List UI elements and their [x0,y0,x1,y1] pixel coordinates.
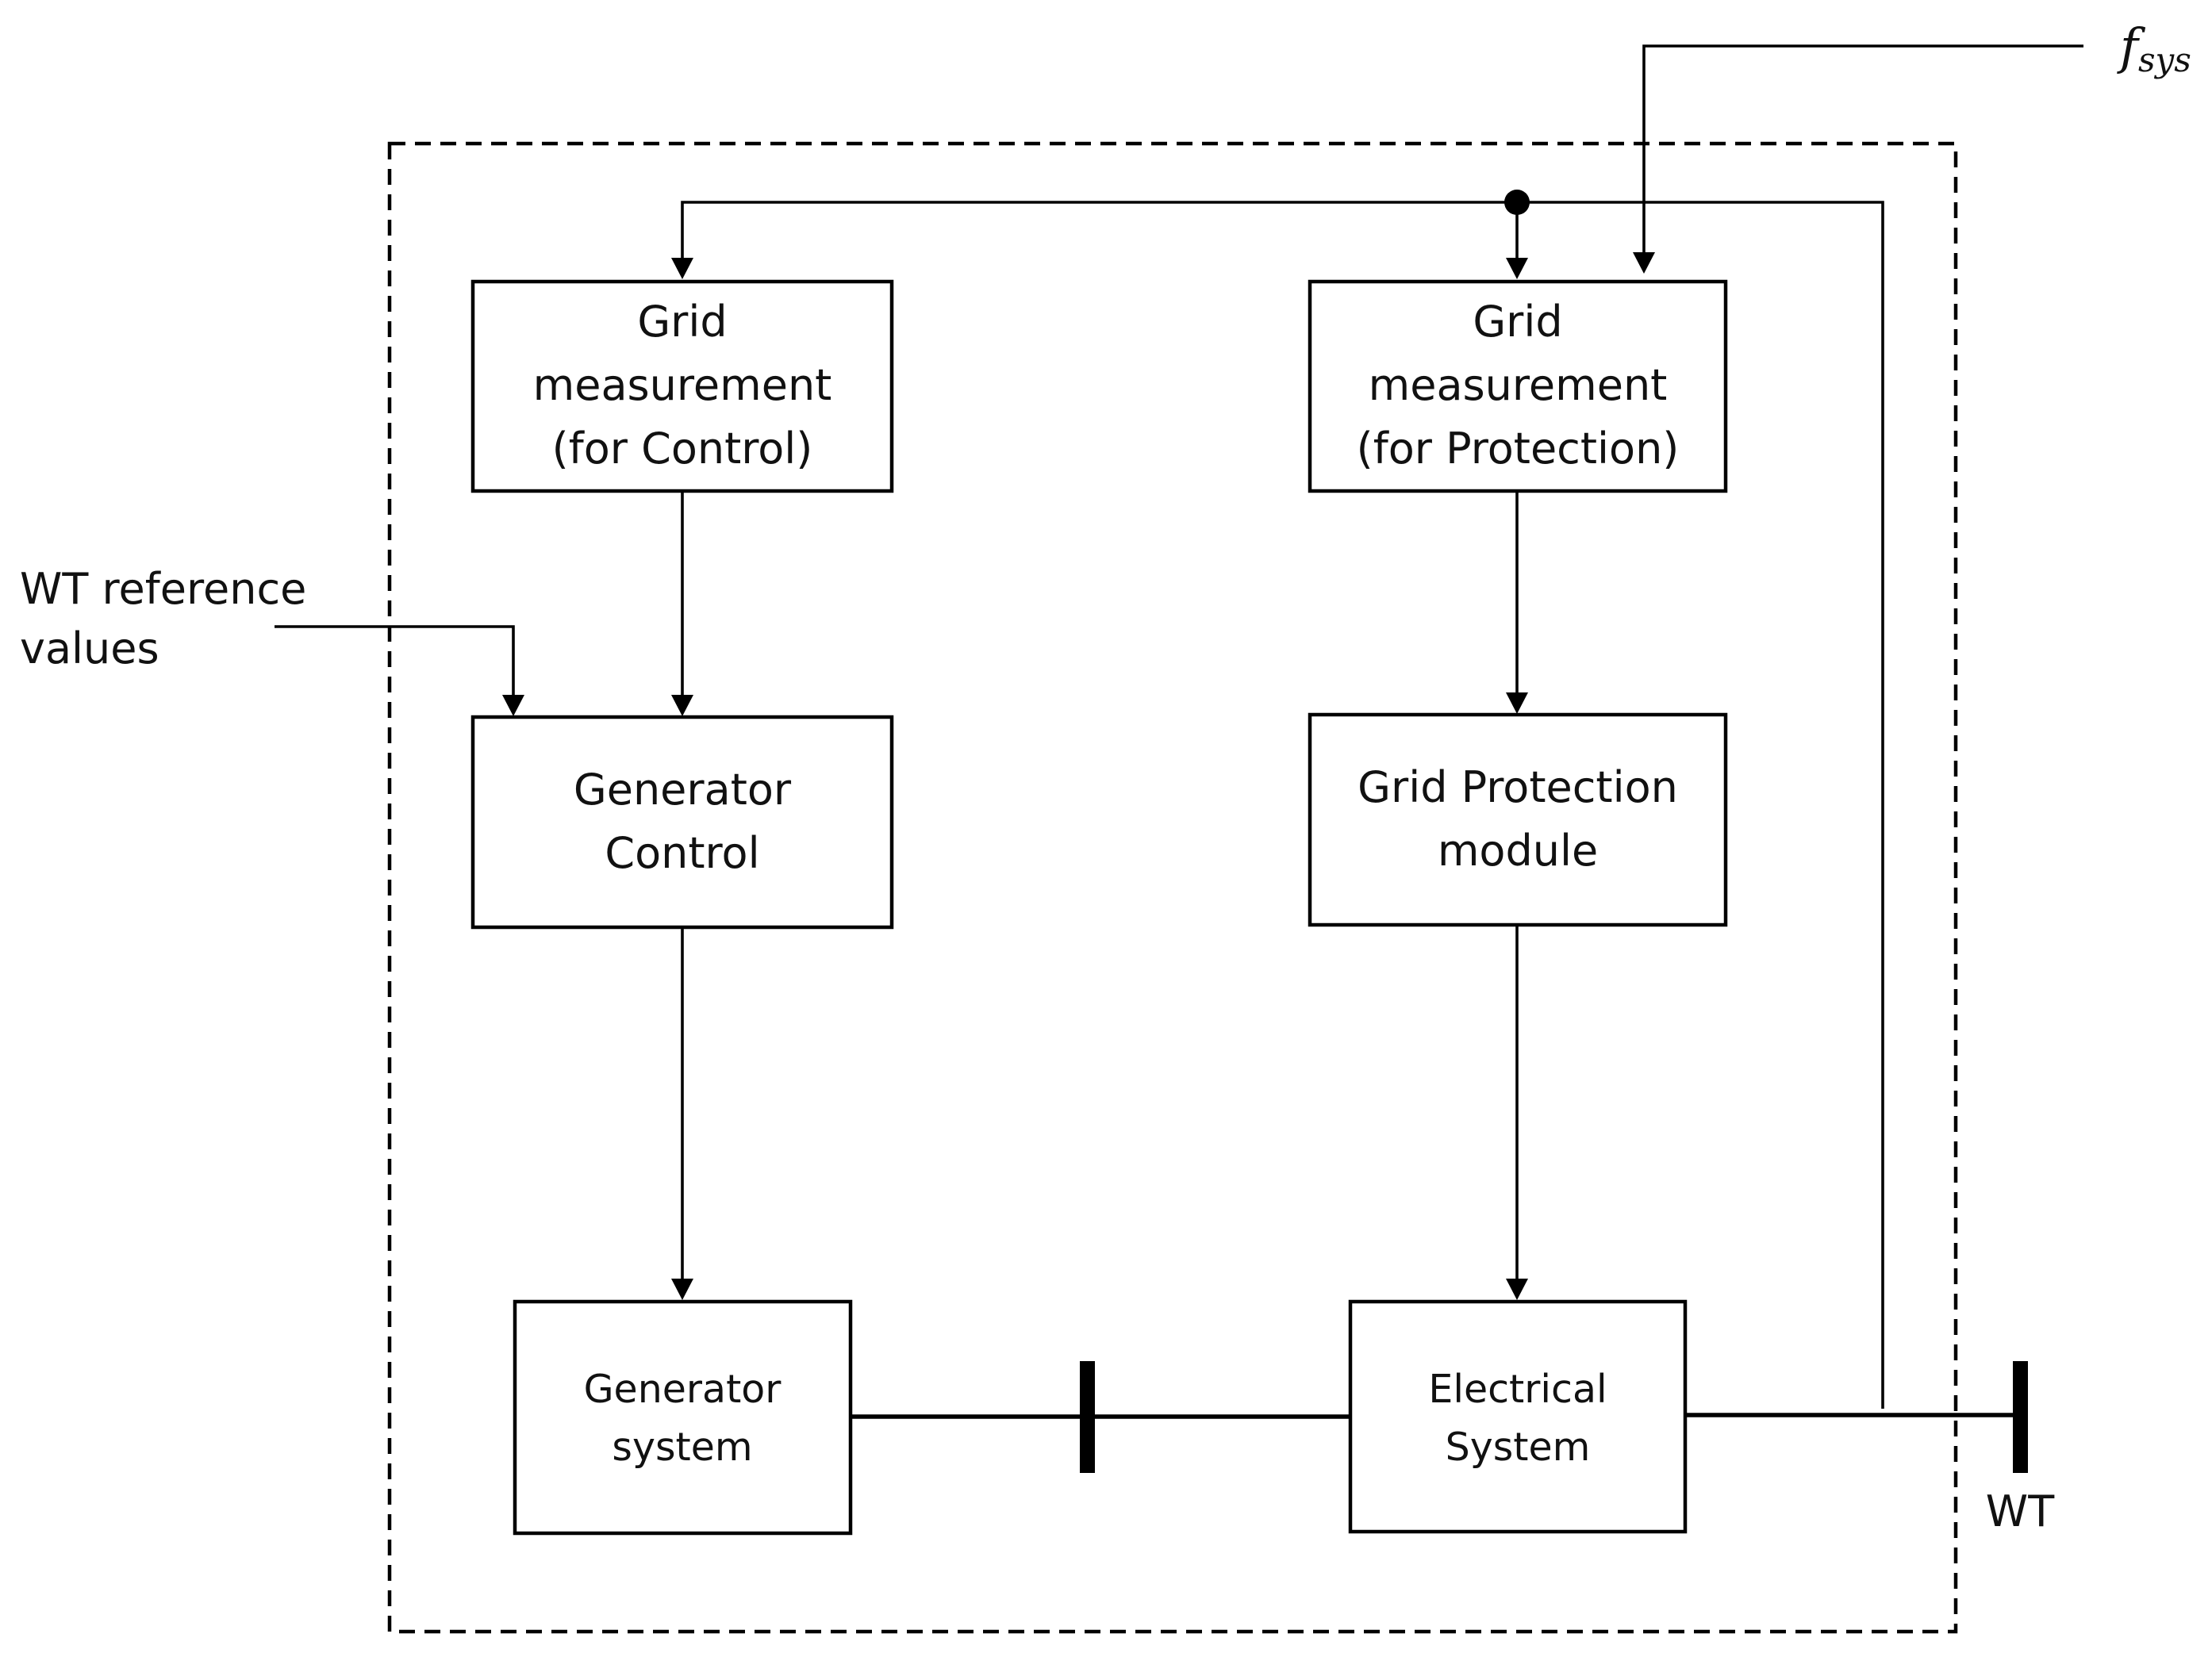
wt-bus-label: WT [1986,1486,2055,1536]
fsys-label: fsys [2117,17,2191,79]
grid-protection-module-block: Grid Protection module [1308,712,1728,927]
grid-meas-protection-line2: measurement [1369,360,1668,410]
junction-dot [1504,190,1530,215]
arrow-electrical-system [1506,1279,1528,1300]
grid-measurement-control-block: Grid measurement (for Control) [470,279,894,493]
generator-system-line1: Generator [584,1367,782,1412]
electrical-system-line1: Electrical [1428,1367,1607,1412]
grid-meas-protection-line1: Grid [1473,297,1562,347]
wind-turbine-boundary [387,141,1958,1634]
electrical-system-block: Electrical System [1348,1299,1688,1534]
generator-control-block: Generator Control [470,715,894,930]
arrow-protection-module [1506,692,1528,714]
arrow-into-grid-meas-protection [1506,258,1528,279]
arrow-fsys [1633,252,1655,274]
grid-meas-control-line3: (for Control) [552,424,813,474]
arrow-gen-system [671,1279,693,1300]
grid-meas-control-line2: measurement [533,360,832,410]
grid-meas-control-line1: Grid [637,297,727,347]
grid-measurement-protection-block: Grid measurement (for Protection) [1308,279,1728,493]
fsys-line [1642,44,2083,262]
grid-protection-line2: module [1438,826,1598,876]
arrow-wt-reference [502,695,524,716]
busbar-wt [2013,1361,2028,1473]
grid-protection-line1: Grid Protection [1358,762,1678,812]
wt-reference-line [275,625,515,704]
generator-control-line2: Control [605,828,759,878]
wt-reference-label-line2: values [20,623,159,673]
generator-system-block: Generator system [513,1299,853,1536]
grid-meas-protection-line3: (for Protection) [1357,424,1680,474]
arrow-into-grid-meas-control [671,258,693,279]
fsys-subscript: sys [2138,40,2191,79]
feedback-line [681,201,1884,1409]
generator-system-line2: system [612,1425,752,1470]
electrical-system-line2: System [1446,1425,1591,1470]
wt-reference-label-line1: WT reference [20,564,306,614]
busbar-internal [1080,1361,1095,1473]
generator-control-line1: Generator [574,765,792,815]
arrow-gen-control [671,695,693,716]
